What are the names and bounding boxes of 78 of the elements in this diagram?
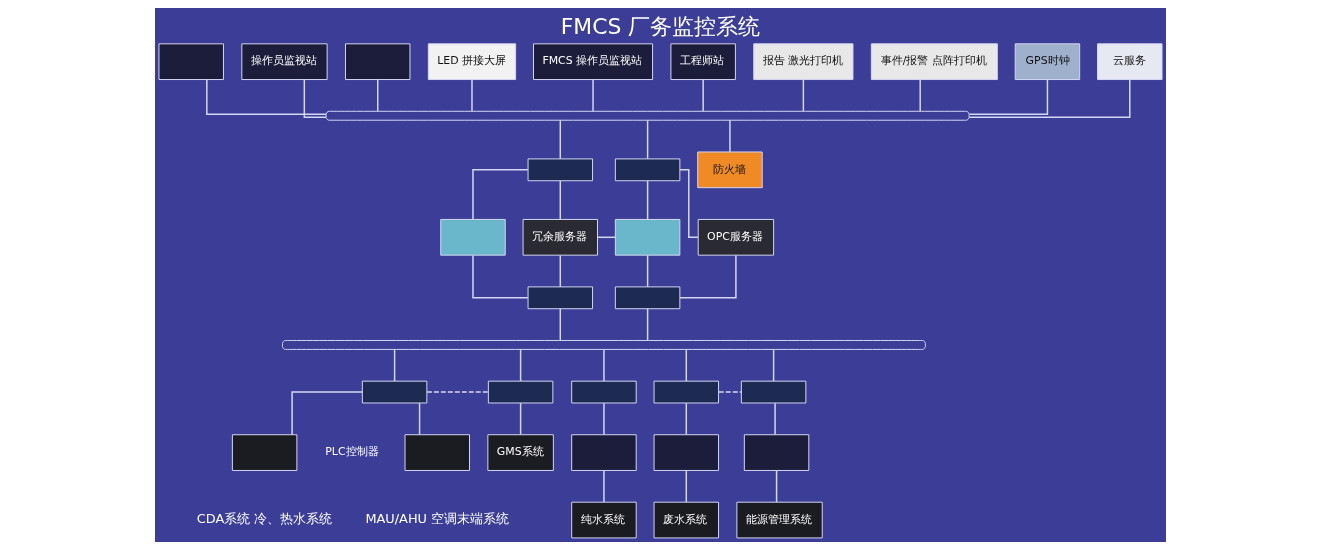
node-box [361,380,427,404]
label: PLC控制器 [324,445,379,459]
node-box [344,43,410,81]
node-label: MAU/AHU 空调末端系统 [364,511,509,527]
connector [519,402,521,436]
connector [559,119,561,160]
node-bar [325,110,970,121]
connector [678,254,737,299]
connector [602,469,605,503]
connector [591,78,594,112]
node-box: GPS时钟 [1014,43,1080,81]
connector [685,469,687,503]
connector [559,308,561,342]
connector [602,402,605,436]
node-box [527,158,593,182]
node-box: 防火墙 [696,151,763,189]
node-box [740,380,806,404]
node-box: 工程师站 [669,43,736,81]
connector [470,78,473,112]
connector [393,348,395,382]
node-box: 事件/报警 点阵打印机 [870,43,998,81]
connector [519,348,521,382]
node-box: 纯水系统 [570,501,637,539]
connector [418,402,420,436]
node-box: 操作员监视站 [240,43,328,81]
node-box: GMS系统 [486,434,554,471]
connector [290,391,363,436]
connector [772,348,774,382]
connector [646,180,648,221]
node-bar [281,340,926,350]
node-label: CDA系统 冷、热水系统 [196,511,332,527]
connector [559,180,561,221]
connector [471,254,529,299]
connector [376,78,378,112]
connector [918,78,921,112]
node-box: 废水系统 [653,501,719,539]
connector [471,169,529,220]
node-box [653,434,719,471]
node-box [743,434,809,471]
connector [205,79,327,115]
node-box: 冗余服务器 [522,218,598,256]
connector [773,402,776,436]
node-box [231,434,297,471]
node-box [157,43,224,81]
connector [303,78,327,118]
connector [717,391,742,393]
connector [728,119,731,153]
node-box [527,286,593,310]
connector [646,119,648,160]
connector [602,348,605,382]
connector [802,78,804,112]
connector [685,348,687,382]
node-box [570,434,637,471]
connector [646,254,648,288]
node-box [487,380,553,404]
node-box: 能源管理系统 [735,501,823,539]
node-box [614,286,680,310]
node-box [653,380,719,404]
connector [968,78,1131,118]
connector [968,79,1048,115]
connector [701,78,704,112]
node-box: OPC服务器 [697,218,774,256]
node-box [570,380,637,404]
connector [646,308,648,342]
node-box: 报告 激光打印机 [752,43,853,81]
connector [775,469,777,503]
diagram-title: FMCS 厂务监控系统 [560,13,760,39]
node-box [404,434,470,471]
connector [678,169,699,239]
node-box: 云服务 [1096,43,1163,81]
connector [685,402,687,436]
node-box [439,218,506,256]
node-box: FMCS 操作员监视站 [532,43,653,81]
connector [425,391,489,393]
node-box [614,218,680,256]
node-box [614,158,680,182]
connector [559,254,561,288]
node-box: LED 拼接大屏 [427,43,516,81]
